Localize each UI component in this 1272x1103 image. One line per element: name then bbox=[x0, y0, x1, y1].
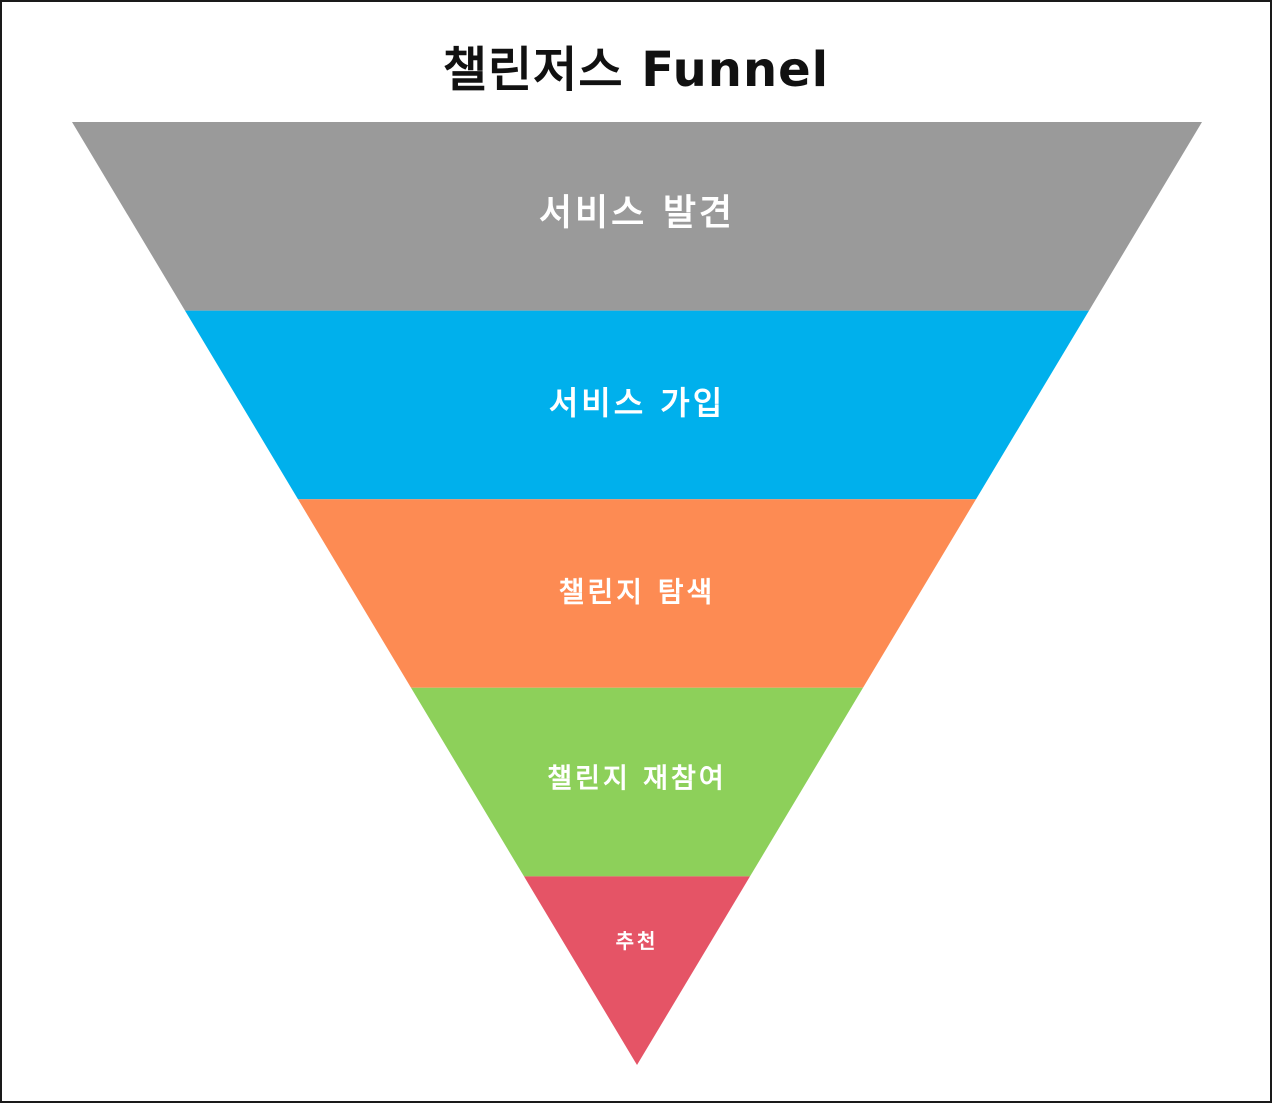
funnel-stage-label-1: 서비스 발견 bbox=[539, 192, 735, 233]
funnel-stage-3 bbox=[298, 499, 976, 688]
funnel-stage-2 bbox=[185, 310, 1089, 500]
diagram-title: 챌린저스 Funnel bbox=[442, 42, 830, 98]
funnel-stage-4 bbox=[411, 687, 863, 877]
funnel-stage-5 bbox=[524, 876, 750, 1065]
funnel-stage-label-5: 추천 bbox=[616, 929, 659, 953]
funnel-stage-1 bbox=[72, 122, 1202, 311]
funnel-stage-label-3: 챌린지 탐색 bbox=[559, 576, 716, 609]
funnel-stage-label-2: 서비스 가입 bbox=[549, 384, 725, 422]
funnel-stage-label-4: 챌린지 재참여 bbox=[547, 764, 726, 795]
